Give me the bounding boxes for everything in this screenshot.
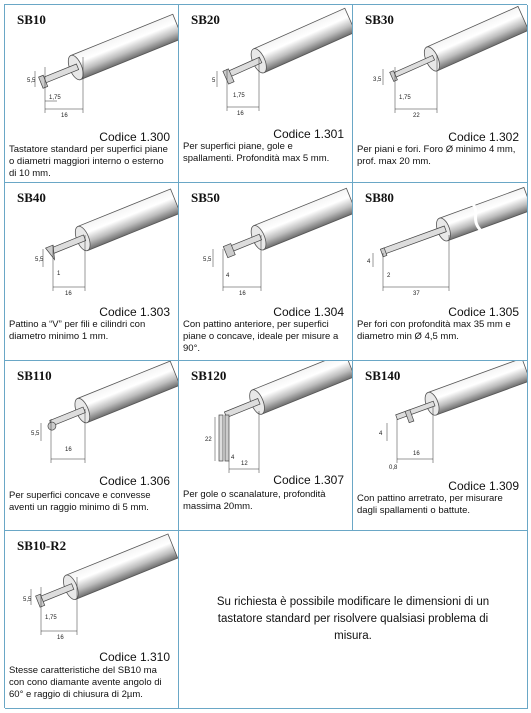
- dim-height: 5,5: [35, 257, 44, 263]
- probe-name: SB120: [191, 368, 227, 383]
- probe-card-sb80: SB80 4 2 37 Codice 1.305 Per fori con pr…: [353, 183, 528, 361]
- dim-b: 16: [237, 111, 244, 117]
- probe-code: Codice 1.307: [273, 473, 344, 487]
- dim-height: 5,5: [31, 431, 40, 437]
- probe-name: SB40: [17, 190, 46, 205]
- probe-card-sb50: SB50 5,5 4 16 Codice 1.304 Con pattino a…: [179, 183, 353, 361]
- probe-illustration: 4 0,8 16: [379, 361, 527, 471]
- dim-a: 4: [226, 273, 230, 279]
- probe-description: Stesse caratteristiche del SB10 ma con c…: [9, 665, 162, 700]
- probe-card-sb30: SB30 3,5 1,75 22 Codice 1.302 Per piani …: [353, 5, 528, 183]
- dim-b: 16: [61, 113, 68, 119]
- probe-illustration: 5,5 4 16: [203, 187, 352, 297]
- probe-illustration: 5,5 1 16: [35, 188, 178, 297]
- dim-height: 5,5: [27, 78, 36, 84]
- probe-card-sb110: SB110 5,5 16 Codice 1.306 Per superfici …: [5, 361, 179, 531]
- probe-card-sb10-r2: SB10-R2 5,5 1,75 16 Codice 1.310 Stesse …: [5, 531, 179, 709]
- dim-a: 1,75: [49, 95, 61, 101]
- probe-description: Per fori con profondità max 35 mm e diam…: [357, 319, 511, 342]
- probe-code: Codice 1.303: [99, 305, 170, 319]
- dim-b: 16: [413, 451, 420, 457]
- probe-name: SB110: [17, 368, 52, 383]
- probe-code: Codice 1.305: [448, 305, 519, 319]
- probe-code: Codice 1.301: [273, 127, 344, 141]
- probe-illustration: 5,5 16: [31, 361, 178, 463]
- dim-height: 5,5: [23, 597, 32, 603]
- probe-name: SB20: [191, 12, 220, 27]
- probe-card-sb20: SB20 5 1,75 16 Codice 1.301 Per superfic…: [179, 5, 353, 183]
- probe-description: Per piani e fori. Foro Ø minimo 4 mm, pr…: [357, 144, 516, 167]
- dim-a: 1,75: [399, 95, 411, 101]
- dim-b: 16: [57, 635, 64, 641]
- dim-b: 16: [65, 291, 72, 297]
- dim-b: 37: [413, 291, 420, 297]
- probe-description: Tastatore standard per superfici piane o…: [9, 144, 168, 179]
- probe-description: Con pattino arretrato, per misurare dagl…: [357, 493, 503, 516]
- probe-card-sb40: SB40 5,5 1 16 Codice 1.303 Pattino a “V”…: [5, 183, 179, 361]
- dim-a: 1: [57, 271, 61, 277]
- dim-height: 5: [212, 78, 216, 84]
- dim-b: 16: [239, 291, 246, 297]
- probe-name: SB80: [365, 190, 394, 205]
- probe-illustration: 5,5 1,75 16: [23, 533, 178, 641]
- probe-catalog-grid: SB10 5,5 1,75 16 Codice 1.300: [4, 4, 528, 709]
- probe-code: Codice 1.304: [273, 305, 344, 319]
- dim-a: 1,75: [233, 93, 245, 99]
- probe-name: SB10-R2: [17, 538, 67, 553]
- probe-card-sb140: SB140 4 0,8 16 Codice 1.309 Con pattino …: [353, 361, 528, 531]
- probe-name: SB140: [365, 368, 401, 383]
- probe-code: Codice 1.306: [99, 474, 170, 488]
- dim-a: 1,75: [45, 615, 57, 621]
- dim-height: 4: [367, 259, 371, 265]
- probe-illustration: 22 4 12: [205, 361, 352, 473]
- probe-card-sb120: SB120 22 4 12 Codice 1.307 Per gole o sc…: [179, 361, 353, 531]
- probe-illustration: 4 2 37: [367, 186, 527, 297]
- probe-description: Per superfici piane, gole e spallamenti.…: [183, 141, 330, 164]
- custom-request-text: Su richiesta è possibile modificare le d…: [216, 596, 490, 642]
- dim-height: 5,5: [203, 257, 212, 263]
- dim-height: 3,5: [373, 77, 382, 83]
- dim-b: 22: [413, 113, 420, 119]
- dim-a: 4: [231, 455, 235, 461]
- custom-request-note: Su richiesta è possibile modificare le d…: [179, 531, 528, 709]
- probe-illustration: 5,5 1,75 16: [27, 13, 178, 119]
- probe-description: Per gole o scanalature, profondità massi…: [183, 489, 326, 512]
- probe-description: Pattino a “V” per fili e cilindri con di…: [9, 319, 146, 342]
- probe-name: SB10: [17, 12, 46, 27]
- probe-description: Per superfici concave e convesse aventi …: [9, 490, 151, 513]
- probe-card-sb10: SB10 5,5 1,75 16 Codice 1.300: [5, 5, 179, 183]
- probe-code: Codice 1.302: [448, 130, 519, 144]
- probe-name: SB50: [191, 190, 220, 205]
- probe-illustration: 5 1,75 16: [212, 7, 352, 117]
- probe-illustration: 3,5 1,75 22: [373, 5, 527, 119]
- dim-a: 2: [387, 273, 391, 279]
- dim-b: 12: [241, 461, 248, 467]
- dim-a: 0,8: [389, 465, 398, 471]
- dim-height: 22: [205, 437, 212, 443]
- probe-name: SB30: [365, 12, 394, 27]
- probe-code: Codice 1.310: [99, 650, 170, 664]
- probe-code: Codice 1.309: [448, 479, 519, 493]
- probe-description: Con pattino anteriore, per superfici pia…: [183, 319, 339, 354]
- dim-b: 16: [65, 447, 72, 453]
- probe-code: Codice 1.300: [99, 130, 170, 144]
- dim-height: 4: [379, 431, 383, 437]
